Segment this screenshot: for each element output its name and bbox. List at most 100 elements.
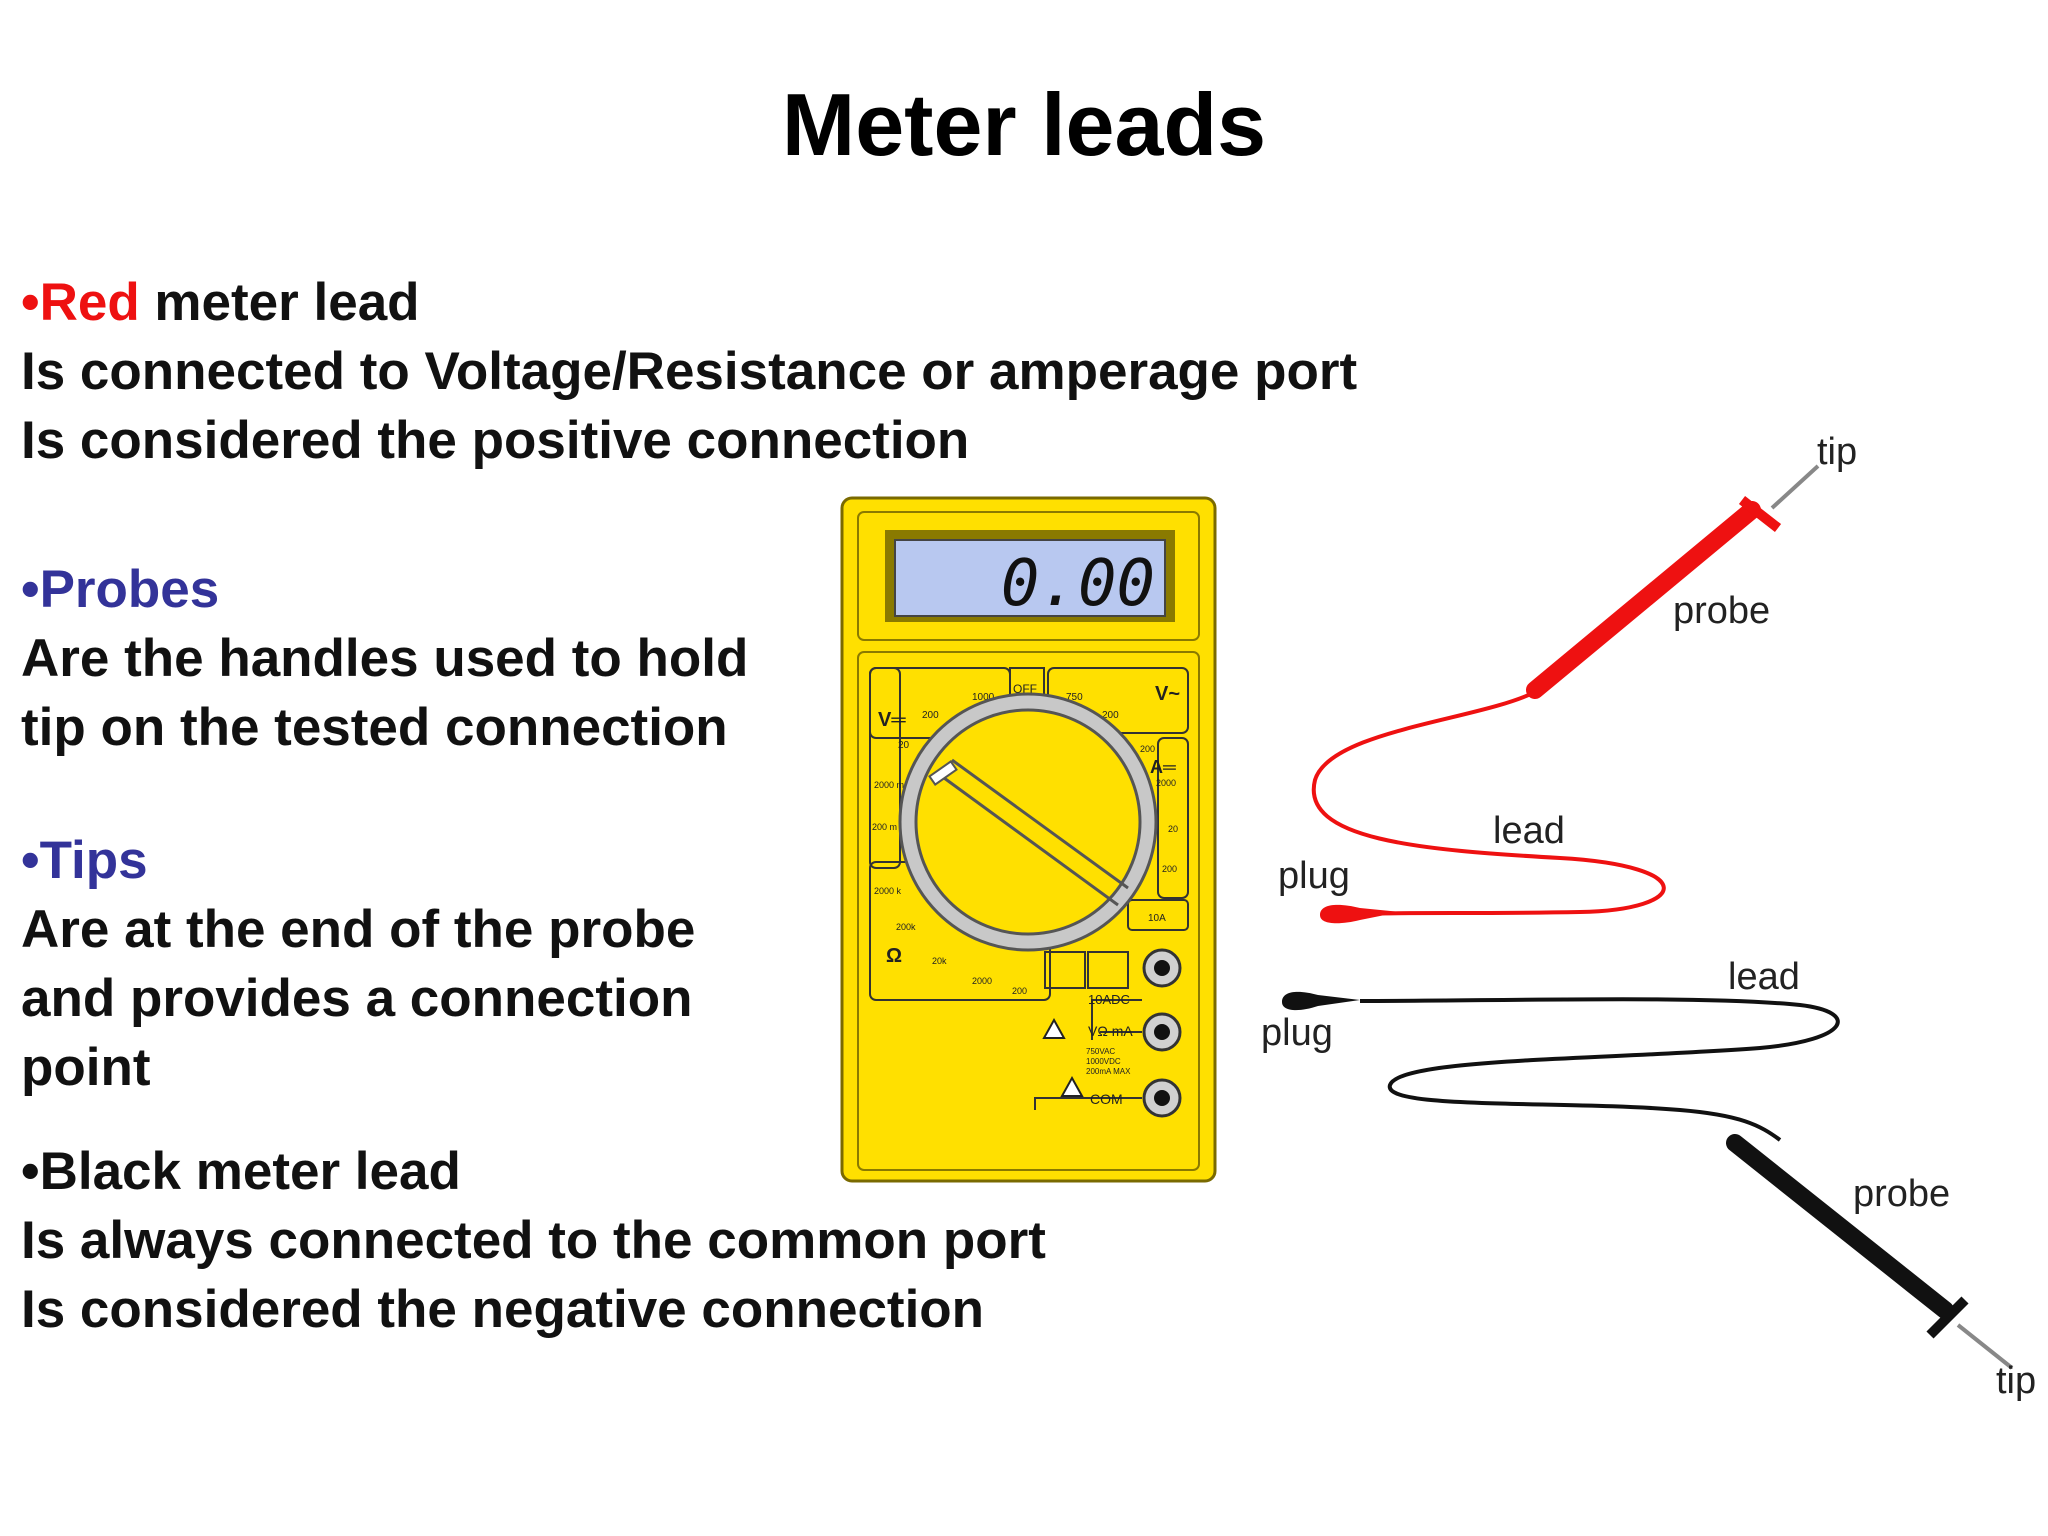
10a-box [1127,899,1189,931]
lcd-reading: 0.00 [1001,547,1155,621]
vdc-box-top [869,667,1011,739]
warn-2: 1000VDC [1086,1057,1121,1066]
red-tip [1770,464,1820,510]
red-probe [1526,501,1761,699]
tips-line-3: point [21,1038,151,1097]
vdc-label: V═ [878,709,906,731]
black-tip [1956,1323,2014,1370]
heading-rest: Black meter lead [39,1142,461,1201]
off-box [1009,667,1045,709]
red-plug [1320,904,1400,924]
red-test-lead [1311,464,1820,924]
vac-label: V~ [1155,683,1180,705]
port-com-hole [1154,1090,1170,1106]
vac-box [1047,667,1189,734]
warning-icon [1042,1017,1066,1039]
red-word: Red [39,273,140,332]
black-probe [1726,1134,1954,1319]
black-plug [1282,991,1360,1011]
range-2000: 2000 [972,976,992,986]
label-plug-black: plug [1261,1012,1333,1054]
range-20: 20 [898,740,910,751]
meter-display-frame [857,511,1200,641]
dial-pointer-edge-1 [939,773,1119,907]
tips-line-2: and provides a connection [21,969,693,1028]
meter-panel [857,651,1200,1171]
black-lead-wire [1359,997,1840,1142]
probes-line-2: tip on the tested connection [21,698,728,757]
black-lead-section: •Black meter lead Is always connected to… [21,1137,1046,1344]
range-2000k: 2000 k [874,886,902,896]
range-1000: 1000 [972,692,995,703]
meter-body [840,496,1217,1183]
red-lead-wire [1311,690,1666,916]
range-200-vac: 200 [1102,710,1119,721]
diode-box [1087,951,1129,989]
ohm-label: Ω [886,945,902,967]
continuity-box [1044,951,1086,989]
dial-pointer-edge-2 [951,758,1129,890]
ground-line [1034,1097,1142,1110]
range-200-vdc: 200 [922,710,939,721]
red-lead-line-1: Is connected to Voltage/Resistance or am… [21,342,1358,401]
probes-section: •Probes Are the handles used to hold tip… [21,555,748,762]
port-com[interactable] [1142,1078,1182,1118]
port-vohm[interactable] [1142,1012,1182,1052]
black-test-lead [1282,991,2014,1370]
range-10a: 10A [1148,913,1166,924]
probes-word: Probes [39,560,220,619]
bullet: • [21,560,40,619]
port-lines [1091,999,1142,1040]
bullet: • [21,831,40,890]
warning-icon [1060,1075,1084,1097]
port-vohm-hole [1154,1024,1170,1040]
port-10a[interactable] [1142,948,1182,988]
black-lead-line-1: Is always connected to the common port [21,1211,1046,1270]
probes-line-1: Are the handles used to hold [21,629,749,688]
adc-label: A═ [1150,757,1176,777]
dial-ring [898,692,1158,952]
red-lead-heading: •Red meter lead [21,268,1357,337]
range-a2000: 2000 [1156,778,1176,788]
range-a200: 200 [1140,744,1155,754]
label-lead-black: lead [1728,956,1800,998]
range-200m: 200 m [872,822,897,832]
lcd-bezel [885,530,1175,622]
off-label: OFF [1013,682,1037,696]
black-probe-guard [1926,1296,1969,1339]
range-20k: 20k [932,956,947,966]
tips-word: Tips [39,831,148,890]
red-lead-line-2: Is considered the positive connection [21,411,970,470]
range-a200b: 200 [1162,864,1177,874]
probes-heading: •Probes [21,555,748,624]
port-com-label: COM [1090,1091,1123,1107]
range-200k: 200k [896,922,916,932]
port-10a-hole [1154,960,1170,976]
warn-3: 200mA MAX [1086,1067,1131,1076]
range-750: 750 [1066,692,1083,703]
port-vohm-label: VΩ mA [1088,1023,1133,1039]
bullet: • [21,1142,40,1201]
label-probe-black: probe [1853,1173,1950,1215]
black-lead-heading: •Black meter lead [21,1137,1046,1206]
ohm-box [869,861,1051,1001]
tips-heading: •Tips [21,826,695,895]
multimeter: 0.00 OFF V═ V~ A═ Ω 1000 750 200 200 20 … [840,496,1217,1183]
heading-rest: meter lead [139,273,420,332]
dial-indicator [928,760,958,786]
vdc-box-side [869,667,901,869]
black-lead-line-2: Is considered the negative connection [21,1280,985,1339]
label-lead-red: lead [1493,810,1565,852]
red-probe-guard [1738,496,1782,532]
label-probe-red: probe [1673,590,1770,632]
dial-knob[interactable] [914,708,1142,936]
range-200-ohm: 200 [1012,986,1027,996]
red-lead-section: •Red meter lead Is connected to Voltage/… [21,268,1357,475]
warn-1: 750VAC [1086,1047,1115,1056]
label-tip-red: tip [1817,431,1857,473]
adc-box [1157,737,1189,899]
tips-line-1: Are at the end of the probe [21,900,696,959]
range-2000m: 2000 m [874,780,904,790]
label-plug-red: plug [1278,855,1350,897]
tips-section: •Tips Are at the end of the probe and pr… [21,826,695,1102]
